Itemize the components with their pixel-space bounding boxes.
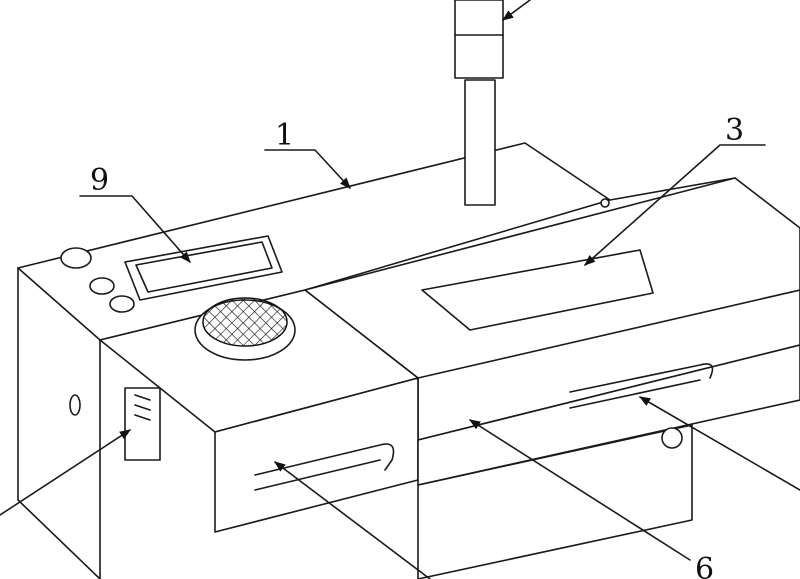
- label-part-9: 9: [90, 163, 109, 198]
- knob-icon: [89, 277, 115, 295]
- right-drawer: [417, 344, 800, 579]
- display-panel: [124, 235, 283, 301]
- label-part-3: 3: [725, 113, 744, 148]
- knob-icon: [60, 247, 92, 269]
- knob-icon: [109, 295, 135, 313]
- vertical-column: [454, 0, 504, 206]
- left-drawer: [99, 289, 419, 533]
- label-part-1: 1: [275, 118, 294, 153]
- label-part-6: 6: [695, 552, 714, 579]
